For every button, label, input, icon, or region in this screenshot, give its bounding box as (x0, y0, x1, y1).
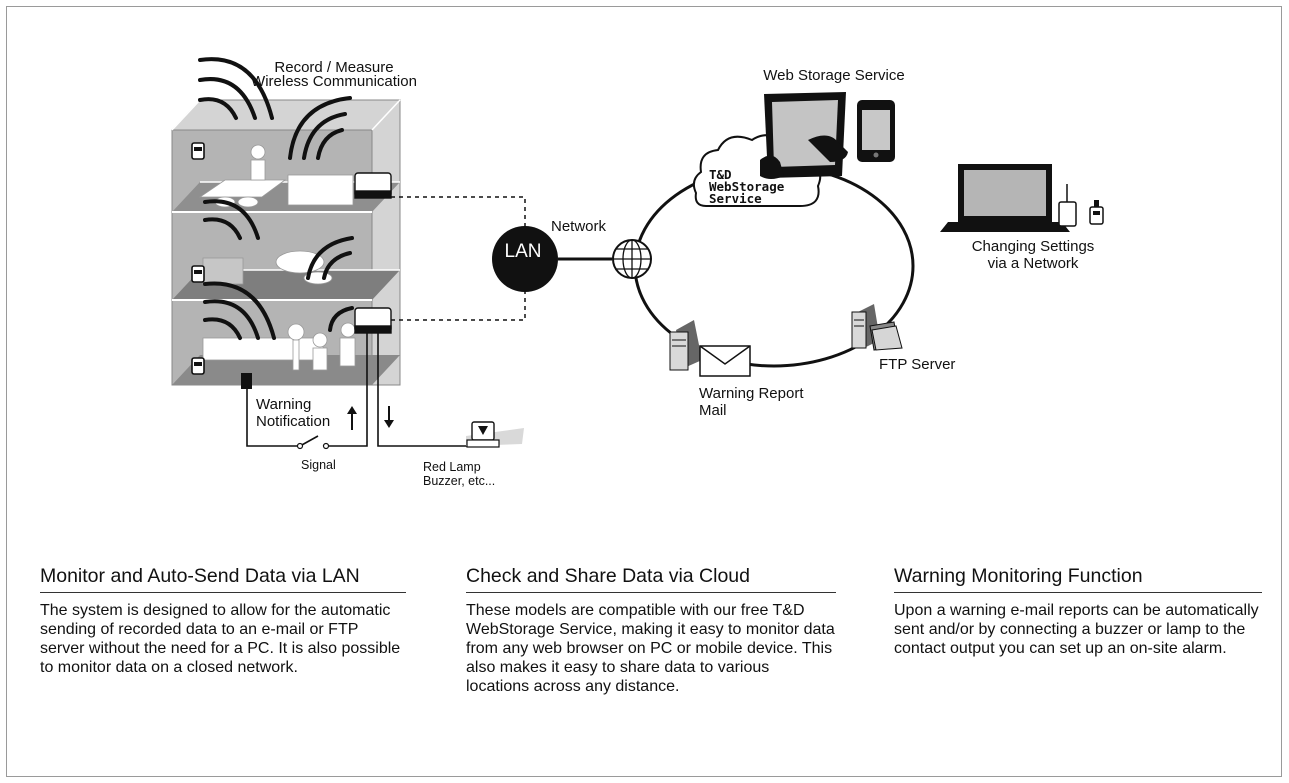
arrow-up-icon (347, 406, 357, 430)
section-warning-body: Upon a warning e-mail reports can be aut… (894, 602, 1259, 657)
network-label: Network (551, 218, 607, 235)
system-diagram (171, 57, 1104, 450)
section-lan-body: The system is designed to allow for the … (40, 602, 401, 676)
red-lamp-icon (466, 421, 524, 448)
red-lamp-label: Red Lamp (423, 460, 481, 474)
warning-notification-label-2: Notification (256, 413, 331, 430)
alarm-circuit (246, 332, 470, 447)
cloud-label-line-2: WebStorage (709, 179, 785, 194)
section-warning-title: Warning Monitoring Function (894, 566, 1262, 593)
cloud-label-line-3: Service (709, 191, 762, 206)
ftp-server-icon (851, 304, 903, 351)
page-frame (6, 6, 1282, 777)
laptop-icon (940, 164, 1070, 232)
cloud-label-line-1: T&D (709, 167, 732, 182)
building-illustration (171, 57, 401, 389)
wireless-communication-label: Wireless Communication (251, 73, 417, 90)
buzzer-label: Buzzer, etc... (423, 474, 496, 488)
logger-device-icon (1058, 184, 1104, 227)
section-warning: Warning Monitoring Function Upon a warni… (894, 566, 1262, 658)
section-lan: Monitor and Auto-Send Data via LAN The s… (40, 566, 406, 677)
arrow-down-icon (384, 406, 394, 428)
web-storage-service-label: Web Storage Service (763, 67, 905, 84)
mail-server-icon (669, 320, 702, 371)
changing-settings-label: Changing Settings (971, 238, 1095, 255)
record-measure-label: Record / Measure (274, 59, 394, 76)
warning-report-label-2: Mail (699, 402, 727, 419)
lan-links (391, 196, 526, 321)
smartphone-icon (857, 100, 895, 162)
signal-switch-icon (296, 442, 330, 450)
lan-node (492, 226, 558, 292)
ftp-server-label: FTP Server (879, 356, 956, 373)
section-lan-title: Monitor and Auto-Send Data via LAN (40, 566, 406, 593)
section-cloud-body: These models are compatible with our fre… (466, 602, 835, 695)
section-cloud: Check and Share Data via Cloud These mod… (466, 566, 836, 696)
changing-settings-label-2: via a Network (987, 255, 1079, 272)
warning-report-label: Warning Report (699, 385, 804, 402)
section-cloud-title: Check and Share Data via Cloud (466, 566, 836, 593)
cloud-label: T&D WebStorage Service (709, 167, 785, 206)
globe-icon (612, 239, 652, 279)
warning-notification-label: Warning (256, 396, 312, 413)
tablet-icon (760, 92, 848, 179)
envelope-icon (699, 345, 751, 377)
lan-label: LAN (504, 241, 542, 262)
signal-label: Signal (301, 458, 336, 472)
